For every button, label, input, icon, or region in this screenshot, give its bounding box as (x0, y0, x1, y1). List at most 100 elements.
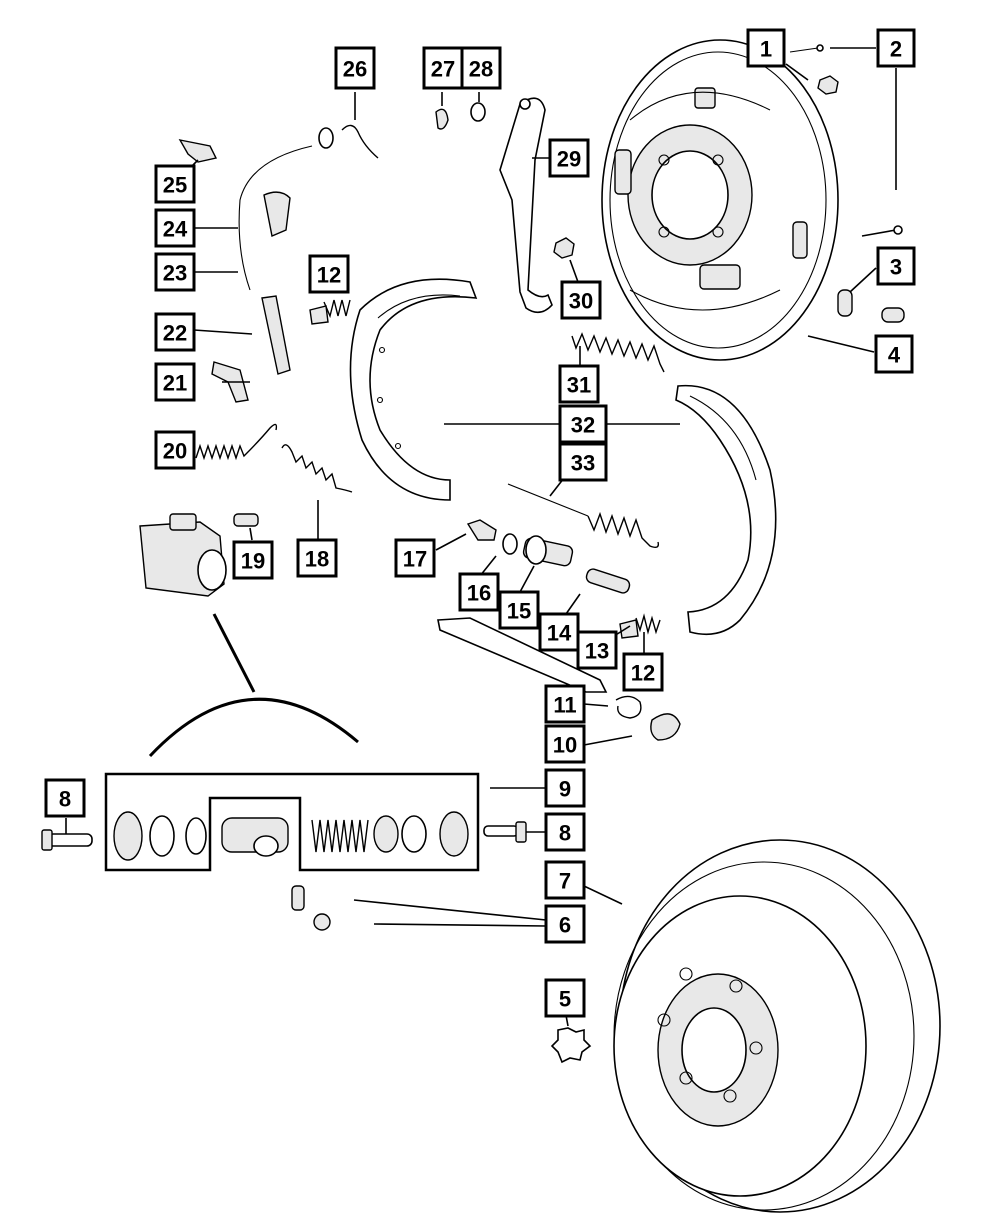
callout-5: 5 (544, 978, 586, 1018)
svg-text:7: 7 (559, 869, 571, 894)
svg-text:28: 28 (469, 57, 493, 82)
callout-7: 7 (544, 860, 586, 900)
clip-27 (435, 108, 449, 130)
callout-4: 4 (874, 334, 914, 374)
svg-text:5: 5 (559, 987, 571, 1012)
star-nut-5 (550, 1027, 592, 1064)
svg-text:27: 27 (431, 57, 455, 82)
wheel-cylinder (139, 513, 227, 597)
svg-text:19: 19 (241, 549, 265, 574)
callout-22: 22 (154, 312, 196, 352)
svg-text:2: 2 (890, 37, 902, 62)
adjuster-screw-15 (522, 535, 574, 567)
svg-text:12: 12 (631, 661, 655, 686)
hold-down-12-right (619, 613, 661, 639)
washer-28 (470, 102, 486, 122)
callout-21: 21 (154, 362, 196, 402)
callout-15: 15 (498, 590, 540, 630)
svg-text:16: 16 (467, 581, 491, 606)
callout-18: 18 (296, 538, 338, 578)
callout-8-left: 8 (44, 778, 86, 818)
cylinder-kit-arc (148, 613, 359, 758)
cylinder-kit-box (104, 772, 480, 872)
svg-text:25: 25 (163, 173, 187, 198)
svg-text:8: 8 (59, 787, 71, 812)
washer-10 (650, 713, 681, 741)
callout-1: 1 (746, 28, 786, 68)
callout-26: 26 (334, 46, 376, 90)
bolt-8-left (41, 829, 93, 851)
svg-text:14: 14 (547, 621, 572, 646)
svg-text:29: 29 (557, 147, 581, 172)
spring-31 (571, 332, 665, 373)
svg-text:21: 21 (163, 371, 187, 396)
svg-text:4: 4 (888, 343, 901, 368)
spring-33 (507, 483, 660, 549)
adjuster-lever (437, 617, 608, 693)
washer-16 (502, 533, 518, 555)
callout-6: 6 (544, 904, 586, 944)
spring-20 (195, 423, 278, 461)
svg-text:8: 8 (559, 821, 571, 846)
callout-2: 2 (876, 28, 916, 68)
adjuster-17 (466, 519, 497, 541)
svg-text:26: 26 (343, 57, 367, 82)
callout-33: 33 (558, 442, 608, 482)
leader-lines (65, 47, 897, 1027)
nut-30 (553, 237, 575, 259)
washer-26 (318, 124, 379, 159)
svg-text:12: 12 (317, 263, 341, 288)
callout-27: 27 (422, 46, 464, 90)
callout-20: 20 (154, 430, 196, 470)
callout-23: 23 (154, 252, 196, 292)
svg-text:18: 18 (305, 547, 329, 572)
callout-25: 25 (154, 164, 196, 204)
callout-3: 3 (876, 246, 916, 286)
svg-text:31: 31 (567, 373, 591, 398)
svg-text:3: 3 (890, 255, 902, 280)
nut-near-plate (817, 75, 839, 95)
callout-9: 9 (544, 768, 586, 808)
callout-12-right: 12 (622, 652, 664, 692)
bleeder-19 (233, 513, 259, 527)
svg-text:33: 33 (571, 451, 595, 476)
spring-11 (615, 695, 642, 719)
spring-18 (281, 444, 353, 493)
svg-text:13: 13 (585, 639, 609, 664)
svg-text:22: 22 (163, 321, 187, 346)
svg-text:9: 9 (559, 777, 571, 802)
svg-text:1: 1 (760, 37, 772, 62)
bleeder-screw-6 (291, 885, 331, 931)
svg-text:17: 17 (403, 547, 427, 572)
callout-13: 13 (576, 630, 618, 670)
backing-plate (601, 39, 839, 361)
bolt-1 (789, 44, 824, 53)
callout-30: 30 (560, 280, 602, 320)
callout-32: 32 (558, 404, 608, 444)
svg-text:23: 23 (163, 261, 187, 286)
plug-3 (837, 289, 905, 323)
svg-text:32: 32 (571, 413, 595, 438)
brake-shoe-left (349, 278, 478, 501)
svg-text:6: 6 (559, 913, 571, 938)
callout-24: 24 (154, 208, 196, 248)
brake-drum (613, 839, 941, 1213)
callout-31: 31 (558, 364, 600, 404)
svg-text:15: 15 (507, 599, 531, 624)
callout-29: 29 (548, 138, 590, 178)
hold-down-12-left (309, 299, 351, 325)
callout-16: 16 (458, 572, 500, 612)
callout-14: 14 (538, 612, 580, 652)
bolt-8-right (483, 821, 527, 843)
clip-25 (178, 139, 218, 163)
brake-shoe-right (675, 384, 777, 636)
svg-text:10: 10 (553, 733, 577, 758)
parking-brake-cable (238, 145, 313, 375)
callout-17: 17 (394, 538, 436, 578)
svg-text:20: 20 (163, 439, 187, 464)
pin-14 (585, 568, 631, 594)
parking-brake-lever (499, 97, 553, 314)
callout-28: 28 (460, 46, 502, 90)
svg-text:11: 11 (553, 693, 576, 718)
